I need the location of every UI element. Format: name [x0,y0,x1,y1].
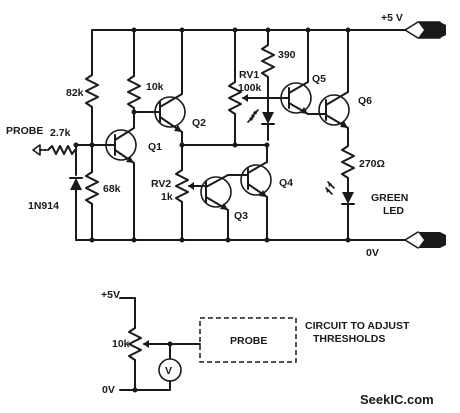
q2-label: Q2 [192,117,206,129]
bottom-10k-label: 10k [112,338,130,350]
zero-v-rail [91,231,446,249]
resistor-390 [261,29,275,113]
plus5v-rail [91,21,446,39]
green-led [325,181,355,241]
q5-label: Q5 [312,73,326,85]
transistor-q1 [91,111,137,241]
resistor-270-label: 270Ω [359,158,385,170]
transistor-q5 [280,29,321,115]
q6-label: Q6 [358,95,372,107]
transistor-q6 [318,29,350,147]
rv1-label: RV1 [239,69,259,81]
resistor-68k-label: 68k [103,183,121,195]
diode-label: 1N914 [28,200,59,212]
threshold-circuit [119,297,297,393]
potentiometer-rv1 [228,29,283,146]
transistor-q2 [133,29,186,146]
resistor-390-label: 390 [278,49,296,61]
rv2-value: 1k [161,191,173,203]
transistor-q4 [240,144,272,241]
rv2-label: RV2 [151,178,171,190]
q4-label: Q4 [279,177,293,189]
circuit-note-line2: THRESHOLDS [313,333,385,345]
diode-1n914 [69,144,93,241]
bottom-plus5v-label: +5V [101,289,120,301]
led-label: LED [383,205,404,217]
rv1-value: 100k [238,82,262,94]
plus5v-label: +5 V [381,12,403,24]
watermark: SeekIC.com [360,392,434,407]
bottom-zero-v-label: 0V [102,384,115,396]
resistor-68k [85,144,99,241]
voltmeter-label: V [165,365,172,377]
probe-box-label: PROBE [230,335,267,347]
resistor-10k-label: 10k [146,81,164,93]
resistor-10k [127,29,141,113]
q3-label: Q3 [234,210,248,222]
zero-v-label: 0V [366,247,379,259]
transistor-q3 [195,174,244,241]
resistor-2k7-label: 2.7k [50,127,71,139]
probe-input [32,144,77,156]
resistor-82k [85,29,99,146]
green-led-label: GREEN [371,192,408,204]
probe-box [199,317,297,363]
resistor-82k-label: 82k [66,87,84,99]
indicator-led [247,109,275,141]
probe-label: PROBE [6,125,43,137]
q1-label: Q1 [148,141,162,153]
potentiometer-rv2 [175,144,197,241]
resistor-270 [341,145,355,193]
circuit-note-line1: CIRCUIT TO ADJUST [305,320,410,332]
